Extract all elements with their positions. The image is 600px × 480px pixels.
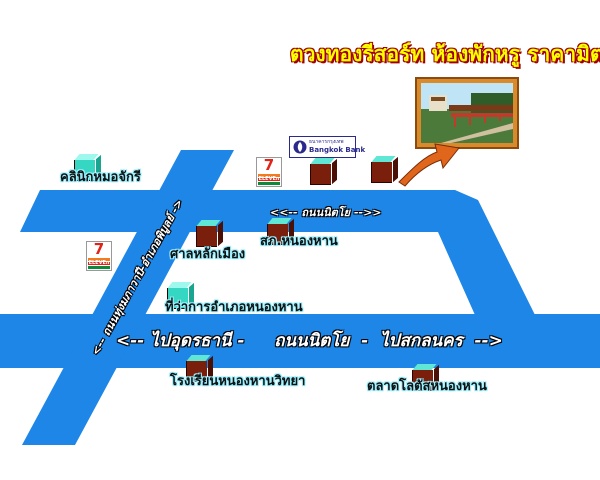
clinic-label: คลินิกหมอจักรี bbox=[60, 170, 141, 185]
resort-title: ตวงทองรีสอร์ท ห้องพักหรู ราคามิตรภาพ bbox=[290, 42, 600, 66]
building-icon bbox=[310, 164, 331, 185]
bank-logo-icon bbox=[293, 140, 307, 154]
school-label: โรงเรียนหนองหานวิทยา bbox=[170, 374, 306, 389]
seven-eleven-icon: 7 ELEVEn bbox=[256, 157, 282, 187]
seven-eleven-name: ELEVEn bbox=[258, 176, 280, 182]
police-label: สภ.หนองหาน bbox=[260, 234, 338, 249]
main-highway-label: <-- ไปอุดรธานี - ถนนนิตโย - ไปสกลนคร --> bbox=[116, 331, 503, 351]
market-label: ตลาดโลตัสหนองหาน bbox=[367, 379, 487, 394]
building-icon bbox=[196, 226, 217, 247]
seven-eleven-number: 7 bbox=[263, 156, 275, 174]
building-icon bbox=[74, 160, 95, 181]
building-icon bbox=[167, 288, 188, 309]
seven-eleven-number: 7 bbox=[93, 240, 105, 258]
seven-eleven-name: ELEVEn bbox=[88, 260, 110, 266]
building-icon bbox=[186, 361, 207, 382]
building-icon bbox=[412, 370, 433, 391]
resort-photo-icon bbox=[415, 77, 519, 149]
district-office-label: ที่ว่าการอำเภอหนองหาน bbox=[165, 300, 303, 315]
building-icon bbox=[267, 224, 288, 245]
bank-english-name: Bangkok Bank bbox=[309, 146, 366, 154]
diagonal-road bbox=[22, 150, 234, 445]
upper-road-label: <<-- ถนนนิตโย -->> bbox=[270, 206, 382, 219]
shrine-label: ศาลหลักเมือง bbox=[170, 247, 246, 262]
bangkok-bank-icon: ธนาคารกรุงเทพ Bangkok Bank bbox=[289, 136, 365, 158]
pointer-arrow-icon bbox=[398, 143, 460, 187]
bank-thai-name: ธนาคารกรุงเทพ bbox=[309, 139, 344, 145]
seven-eleven-icon: 7 ELEVEn bbox=[86, 241, 112, 271]
building-icon bbox=[371, 162, 392, 183]
